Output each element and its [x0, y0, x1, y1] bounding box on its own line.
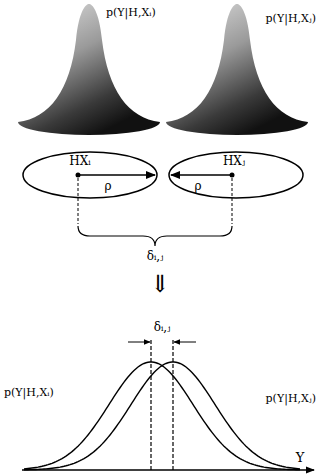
point-label: HXⱼ	[223, 154, 245, 168]
density-label: p(Y|H,Xᵢ)	[4, 386, 54, 399]
density-label: p(Y|H,Xⱼ)	[266, 392, 316, 405]
gaussian-curves	[24, 362, 300, 470]
radius-arrow	[78, 174, 155, 176]
gaussian-curve	[24, 362, 300, 470]
brace	[78, 226, 232, 246]
dashed-guide	[232, 178, 233, 224]
ellipse-region: HXᵢρ	[22, 151, 158, 199]
dashed-guide	[150, 340, 151, 470]
ellipse-region: HXⱼ ρ	[168, 151, 304, 199]
axis-label: Y	[296, 450, 305, 466]
density-label: p(Y|H,Xᵢ)	[106, 6, 156, 19]
y-axis	[22, 469, 314, 470]
dashed-guide	[78, 178, 79, 224]
distance-label: δᵢ,ⱼ	[147, 249, 164, 263]
offset-arrow	[128, 342, 150, 343]
offset-arrow	[174, 342, 196, 343]
radius-label: ρ	[194, 179, 201, 193]
down-arrow: ⇓	[150, 270, 170, 299]
distance-label: δᵢ,ⱼ	[154, 320, 171, 334]
radius-label: ρ	[104, 179, 111, 193]
density-peak	[18, 4, 160, 135]
radius-arrow	[171, 174, 232, 176]
density-label: p(Y|H,Xⱼ)	[266, 12, 316, 25]
dashed-guide	[172, 340, 173, 470]
point-label: HXᵢ	[69, 154, 90, 168]
gaussian-curve	[24, 362, 300, 470]
